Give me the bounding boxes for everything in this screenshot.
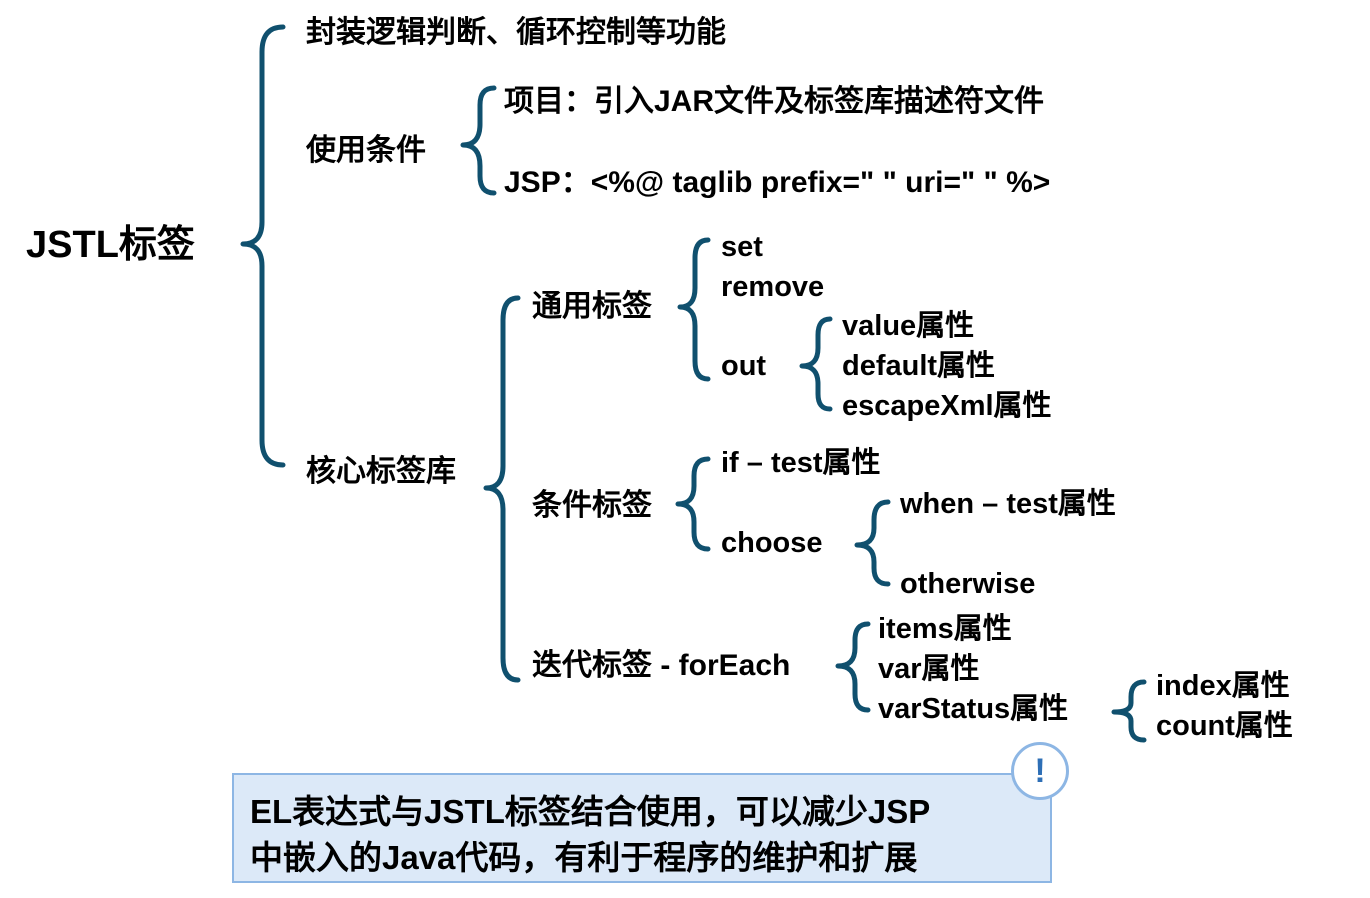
root-title: JSTL标签 bbox=[26, 224, 195, 266]
project-requirement: 项目：引入JAR文件及标签库描述符文件 bbox=[504, 85, 1045, 118]
tag-set: set bbox=[721, 231, 763, 263]
varstatus-attr-index: index属性 bbox=[1156, 670, 1290, 702]
brace-usage bbox=[460, 85, 497, 196]
foreach-attr-varstatus: varStatus属性 bbox=[878, 693, 1069, 725]
foreach-attr-var: var属性 bbox=[878, 653, 980, 685]
out-attr-value: value属性 bbox=[842, 310, 975, 342]
brace-general bbox=[677, 237, 711, 382]
iteration-tags-label: 迭代标签 - forEach bbox=[532, 649, 791, 682]
brace-varstatus bbox=[1111, 679, 1147, 743]
out-attr-default: default属性 bbox=[842, 350, 996, 382]
note-line-1: EL表达式与JSTL标签结合使用，可以减少JSP bbox=[250, 793, 931, 830]
brace-core-lib bbox=[483, 295, 521, 683]
tag-choose: choose bbox=[721, 527, 823, 559]
brace-out bbox=[799, 316, 833, 412]
usage-label: 使用条件 bbox=[306, 134, 426, 167]
choose-otherwise: otherwise bbox=[900, 568, 1036, 600]
brace-foreach bbox=[835, 621, 871, 713]
out-attr-escapexml: escapeXml属性 bbox=[842, 390, 1052, 422]
function-label: 封装逻辑判断、循环控制等功能 bbox=[306, 16, 726, 49]
general-tags-label: 通用标签 bbox=[532, 290, 652, 323]
choose-when: when – test属性 bbox=[900, 488, 1116, 520]
core-lib-label: 核心标签库 bbox=[306, 455, 456, 488]
jsp-taglib-directive: JSP：<%@ taglib prefix=" " uri=" " %> bbox=[504, 166, 1051, 199]
exclamation-icon: ! bbox=[1011, 742, 1069, 800]
summary-note: EL表达式与JSTL标签结合使用，可以减少JSP 中嵌入的Java代码，有利于程… bbox=[232, 773, 1052, 883]
tag-out: out bbox=[721, 350, 767, 382]
note-line-2: 中嵌入的Java代码，有利于程序的维护和扩展 bbox=[250, 839, 918, 876]
foreach-attr-items: items属性 bbox=[878, 613, 1012, 645]
varstatus-attr-count: count属性 bbox=[1156, 710, 1293, 742]
brace-choose bbox=[854, 499, 891, 587]
tag-remove: remove bbox=[721, 271, 825, 303]
tag-if: if – test属性 bbox=[721, 447, 881, 479]
brace-root bbox=[240, 24, 286, 468]
conditional-tags-label: 条件标签 bbox=[532, 489, 652, 522]
brace-conditional bbox=[675, 456, 711, 552]
